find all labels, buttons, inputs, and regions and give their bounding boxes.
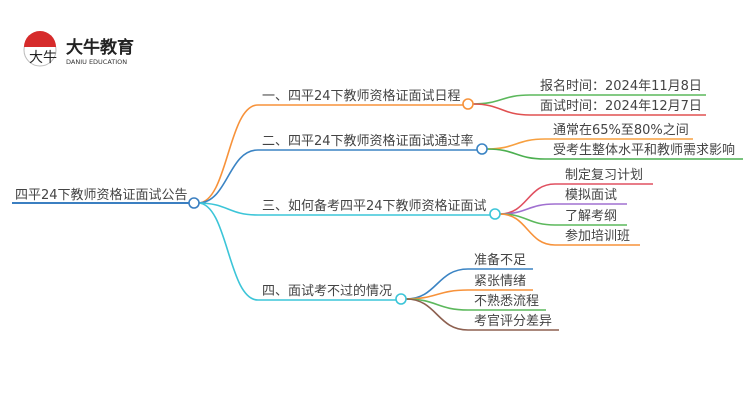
branch-node-2[interactable]: 二、四平24下教师资格证面试通过率 — [262, 133, 474, 149]
branch-connector — [197, 202, 259, 216]
logo-subtitle: DANIU EDUCATION — [66, 58, 127, 66]
branch-node-1[interactable]: 一、四平24下教师资格证面试日程 — [262, 88, 461, 104]
logo-mark: 大牛 — [29, 50, 57, 66]
leaf-node[interactable]: 面试时间：2024年12月7日 — [540, 99, 702, 114]
branch-collapse-toggle[interactable] — [489, 208, 501, 220]
logo-name: 大牛教育 — [66, 37, 134, 58]
leaf-node[interactable]: 了解考纲 — [565, 209, 617, 224]
logo: 大牛 大牛教育 DANIU EDUCATION — [23, 31, 134, 67]
leaf-node[interactable]: 考官评分差异 — [474, 313, 552, 329]
leaf-node[interactable]: 报名时间：2024年11月8日 — [540, 78, 702, 94]
branch-collapse-toggle[interactable] — [476, 143, 488, 155]
leaf-node[interactable]: 模拟面试 — [565, 188, 617, 203]
leaf-connector — [472, 94, 531, 105]
branch-collapse-toggle[interactable] — [395, 293, 407, 305]
root-node[interactable]: 四平24下教师资格证面试公告 — [15, 187, 188, 203]
branch-collapse-toggle[interactable] — [462, 98, 474, 110]
leaf-node[interactable]: 参加培训班 — [565, 228, 630, 244]
branch-connector — [197, 104, 259, 204]
branch-connector — [197, 149, 259, 204]
leaf-connector — [499, 213, 556, 246]
leaf-node[interactable]: 制定复习计划 — [565, 168, 643, 183]
leaf-connector — [472, 103, 531, 116]
leaf-node[interactable]: 紧张情绪 — [474, 274, 526, 289]
leaf-connector — [486, 138, 546, 150]
branch-node-3[interactable]: 三、如何备考四平24下教师资格证面试 — [262, 198, 487, 214]
branch-node-4[interactable]: 四、面试考不过的情况 — [262, 283, 392, 299]
leaf-node[interactable]: 通常在65%至80%之间 — [553, 123, 689, 138]
leaf-connector — [405, 298, 469, 331]
leaf-connector — [486, 148, 546, 160]
leaf-node[interactable]: 受考生整体水平和教师需求影响 — [553, 142, 735, 158]
branch-connector — [197, 202, 259, 301]
leaf-node[interactable]: 不熟悉流程 — [474, 293, 539, 309]
root-collapse-toggle[interactable] — [188, 197, 200, 209]
leaf-node[interactable]: 准备不足 — [474, 252, 526, 268]
